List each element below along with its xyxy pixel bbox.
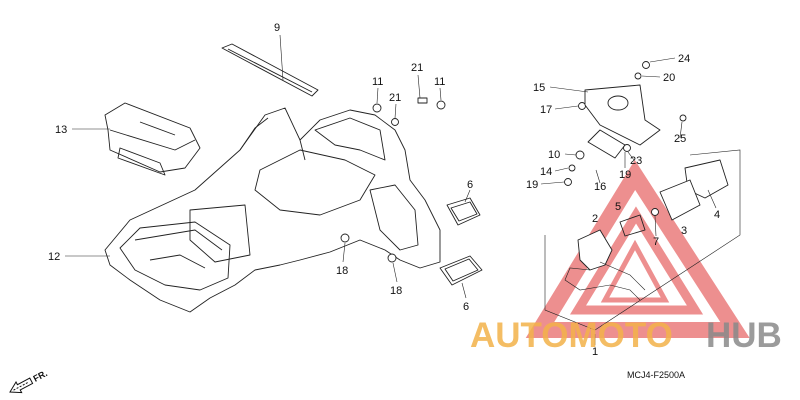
callout-18: 18 [336, 265, 348, 277]
callout-12: 12 [48, 251, 60, 263]
part-reflector-lower [439, 255, 483, 286]
callout-21: 21 [389, 92, 401, 104]
part-tail-bracket [584, 84, 661, 159]
callout-9: 9 [274, 22, 280, 34]
assembly-outline [544, 149, 741, 331]
callout-21: 21 [411, 62, 423, 74]
callout-19: 19 [526, 179, 538, 191]
callout-10: 10 [548, 149, 560, 161]
watermark-triangle [525, 159, 750, 338]
watermark-text-secondary: HUB [706, 316, 782, 355]
callout-11: 11 [434, 76, 445, 88]
callout-6: 6 [463, 301, 469, 313]
part-rear-fender [104, 107, 441, 313]
front-marker-label: FR. [31, 368, 48, 384]
front-direction-marker: FR. [9, 368, 49, 394]
callout-4: 4 [714, 209, 720, 221]
callout-2: 2 [592, 213, 598, 225]
callout-14: 14 [540, 166, 552, 178]
callout-7: 7 [653, 236, 659, 248]
part-tail-light [659, 159, 729, 221]
part-lamp-harness [564, 214, 646, 301]
callout-18: 18 [390, 285, 402, 297]
callout-17: 17 [540, 104, 552, 116]
callout-19: 19 [619, 169, 631, 181]
callout-5: 5 [615, 201, 621, 213]
callout-16: 16 [594, 181, 606, 193]
callout-20: 20 [663, 72, 675, 84]
diagram-code: MCJ4-F2500A [627, 370, 685, 380]
callout-labels: 9 11 11 21 21 13 12 18 18 6 6 24 20 15 1… [48, 22, 720, 358]
leader-lines [65, 34, 717, 345]
part-reflector-upper [446, 197, 481, 226]
callout-3: 3 [681, 225, 687, 237]
callout-25: 25 [674, 133, 686, 145]
watermark-logo: AUTOMOTO HUB [470, 316, 782, 355]
callout-15: 15 [533, 82, 545, 94]
callout-23: 23 [630, 155, 642, 167]
callout-6: 6 [467, 179, 473, 191]
part-strap [221, 43, 319, 97]
callout-13: 13 [55, 124, 67, 136]
callout-1: 1 [592, 346, 598, 358]
watermark-text-primary: AUTOMOTO [470, 316, 673, 355]
callout-24: 24 [678, 53, 690, 65]
part-cover [104, 102, 201, 176]
callout-11: 11 [372, 76, 383, 88]
